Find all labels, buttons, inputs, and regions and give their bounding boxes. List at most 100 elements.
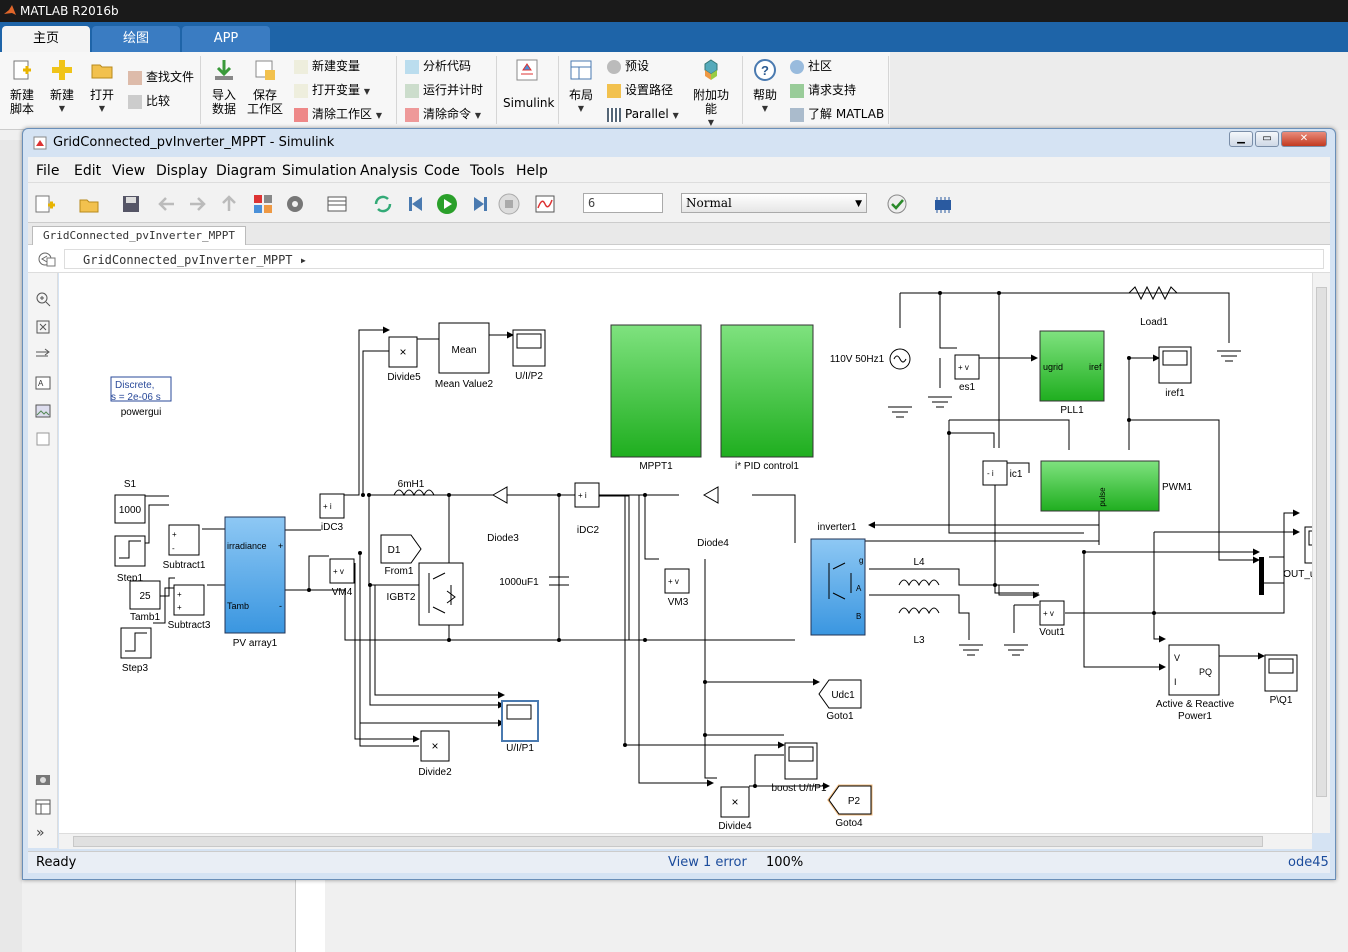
maximize-button[interactable]: ▭ xyxy=(1255,131,1279,147)
up-icon[interactable] xyxy=(218,193,240,215)
svg-text:+ v: + v xyxy=(958,363,969,372)
image-icon[interactable] xyxy=(35,403,51,419)
model-advisor-icon[interactable] xyxy=(886,193,908,215)
status-bar: Ready View 1 error 100% ode45 xyxy=(28,851,1330,873)
clear-workspace-button[interactable]: 清除工作区 ▼ xyxy=(294,104,382,124)
menu-tools[interactable]: Tools xyxy=(470,163,505,179)
save-model-icon[interactable] xyxy=(120,193,142,215)
horizontal-scroll-thumb[interactable] xyxy=(73,836,1263,847)
tab-plots[interactable]: 绘图 xyxy=(92,26,180,52)
svg-text:Step3: Step3 xyxy=(122,663,149,674)
community-button[interactable]: 社区 xyxy=(790,56,832,76)
area-icon[interactable] xyxy=(35,431,51,447)
matlab-title: MATLAB R2016b xyxy=(20,4,119,18)
compare-icon xyxy=(128,94,142,109)
tab-apps[interactable]: APP xyxy=(182,26,270,52)
folder-icon xyxy=(91,64,113,79)
horizontal-scrollbar[interactable] xyxy=(59,833,1312,849)
ribbon-empty-area xyxy=(890,52,1348,130)
import-icon xyxy=(215,60,233,80)
menu-analysis[interactable]: Analysis xyxy=(360,163,418,179)
import-data-button[interactable]: 导入数据 xyxy=(208,58,240,116)
open-variable-button[interactable]: 打开变量 ▼ xyxy=(294,80,370,100)
new-variable-icon xyxy=(294,59,308,74)
fit-to-view-icon[interactable] xyxy=(35,319,51,335)
addons-button[interactable]: 附加功能▼ xyxy=(688,58,734,130)
svg-text:Mean: Mean xyxy=(451,345,476,356)
community-icon xyxy=(790,59,804,74)
model-canvas[interactable]: Discrete, s = 2e-06 s powergui S1 1000 S… xyxy=(59,273,1312,833)
run-icon[interactable] xyxy=(436,193,458,215)
stop-time-input[interactable]: 6 xyxy=(583,193,663,213)
simulation-mode-select[interactable]: Normal▼ xyxy=(681,193,867,213)
set-path-button[interactable]: 设置路径 xyxy=(607,80,673,100)
menu-diagram[interactable]: Diagram xyxy=(216,163,277,179)
ribbon-divider xyxy=(396,56,397,124)
open-model-icon[interactable] xyxy=(78,193,100,215)
learn-matlab-button[interactable]: 了解 MATLAB xyxy=(790,104,884,124)
expand-palette-icon[interactable]: » xyxy=(36,825,45,841)
menu-display[interactable]: Display xyxy=(156,163,208,179)
step-forward-icon[interactable] xyxy=(468,193,490,215)
request-support-button[interactable]: 请求支持 xyxy=(790,80,856,100)
menu-file[interactable]: File xyxy=(36,163,60,179)
status-error-link[interactable]: View 1 error xyxy=(668,855,747,870)
svg-text:+: + xyxy=(177,603,182,612)
svg-text:iref: iref xyxy=(1089,362,1102,372)
matlab-left-strip xyxy=(0,140,22,952)
back-icon[interactable] xyxy=(156,193,178,215)
status-solver[interactable]: ode45 xyxy=(1288,855,1329,870)
explorer-bar-icon[interactable] xyxy=(326,193,348,215)
clear-commands-button[interactable]: 清除命令 ▼ xyxy=(405,104,481,124)
vertical-scrollbar[interactable] xyxy=(1312,273,1330,833)
analyze-code-button[interactable]: 分析代码 xyxy=(405,56,471,76)
svg-text:i* PID control1: i* PID control1 xyxy=(735,461,799,472)
svg-text:es1: es1 xyxy=(959,382,976,393)
model-tab[interactable]: GridConnected_pvInverter_MPPT xyxy=(32,226,247,246)
ribbon-divider xyxy=(888,56,889,124)
close-button[interactable]: ✕ xyxy=(1281,131,1327,147)
menu-edit[interactable]: Edit xyxy=(74,163,102,179)
forward-icon[interactable] xyxy=(186,193,208,215)
run-and-time-button[interactable]: 运行并计时 xyxy=(405,80,483,100)
simulation-data-inspector-icon[interactable] xyxy=(534,193,556,215)
svg-text:s = 2e-06 s: s = 2e-06 s xyxy=(111,392,161,403)
menu-simulation[interactable]: Simulation xyxy=(282,163,357,179)
save-workspace-icon xyxy=(255,60,275,80)
minimize-button[interactable]: ▁ xyxy=(1229,131,1253,147)
menu-code[interactable]: Code xyxy=(424,163,460,179)
model-browser-icon[interactable] xyxy=(35,799,51,815)
new-script-button[interactable]: 新建脚本 xyxy=(6,58,38,116)
new-model-icon[interactable] xyxy=(34,193,56,215)
open-button[interactable]: 打开▼ xyxy=(86,58,118,116)
svg-text:1000uF1: 1000uF1 xyxy=(499,577,539,588)
model-path-breadcrumb[interactable]: GridConnected_pvInverter_MPPT ▸ xyxy=(64,249,1324,269)
plus-icon xyxy=(52,60,72,80)
find-files-button[interactable]: 查找文件 xyxy=(128,67,194,87)
signal-routing-icon[interactable] xyxy=(35,347,51,363)
hardware-board-icon[interactable] xyxy=(932,193,954,215)
step-back-icon[interactable] xyxy=(406,193,428,215)
library-browser-icon[interactable] xyxy=(252,193,274,215)
chevron-down-icon: ▼ xyxy=(58,104,66,113)
new-button[interactable]: 新建▼ xyxy=(46,58,78,116)
parallel-button[interactable]: Parallel ▼ xyxy=(607,104,679,124)
layout-button[interactable]: 布局▼ xyxy=(566,58,596,116)
preferences-button[interactable]: 预设 xyxy=(607,56,649,76)
compare-button[interactable]: 比较 xyxy=(128,91,170,111)
annotation-icon[interactable]: A xyxy=(35,375,51,391)
svg-text:1000: 1000 xyxy=(119,505,142,516)
update-diagram-icon[interactable] xyxy=(372,193,394,215)
simulink-button[interactable]: Simulink xyxy=(503,58,554,110)
new-variable-button[interactable]: 新建变量 xyxy=(294,56,360,76)
zoom-in-icon[interactable] xyxy=(35,291,51,307)
camera-icon[interactable] xyxy=(35,771,51,787)
menu-help[interactable]: Help xyxy=(516,163,548,179)
menu-view[interactable]: View xyxy=(112,163,146,179)
tab-home[interactable]: 主页 xyxy=(2,26,90,52)
gear-icon[interactable] xyxy=(284,193,306,215)
stop-icon[interactable] xyxy=(498,193,520,215)
save-workspace-button[interactable]: 保存工作区 xyxy=(246,58,284,116)
help-button[interactable]: ? 帮助▼ xyxy=(750,58,780,116)
vertical-scroll-thumb[interactable] xyxy=(1316,287,1327,797)
